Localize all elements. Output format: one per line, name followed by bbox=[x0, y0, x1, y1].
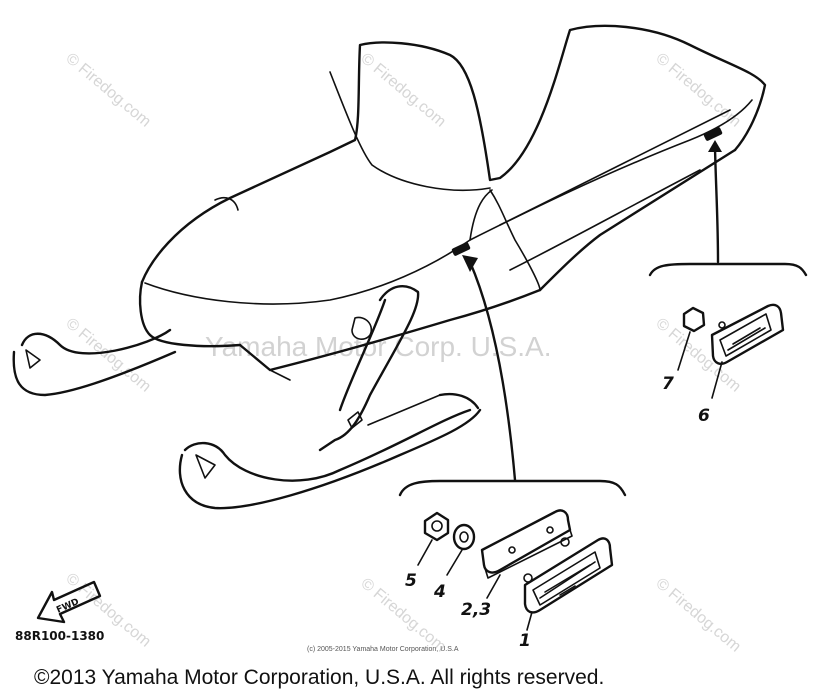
diagram-part-number: 88R100-1380 bbox=[15, 629, 104, 643]
reflector-part-1 bbox=[523, 537, 614, 614]
watermark-layer: © Firedog.com © Firedog.com © Firedog.co… bbox=[62, 50, 743, 656]
reflector-base-part-2-3 bbox=[480, 509, 572, 574]
callout-4: 4 bbox=[433, 582, 446, 602]
watermark-firedog: © Firedog.com bbox=[357, 50, 448, 131]
parts-group-front bbox=[417, 509, 614, 631]
copyright-notice: ©2013 Yamaha Motor Corporation, U.S.A. A… bbox=[34, 666, 604, 689]
nut-part-5 bbox=[423, 511, 450, 542]
callout-2-3: 2,3 bbox=[461, 600, 491, 620]
forward-arrow-label: FWD bbox=[55, 597, 81, 616]
watermark-firedog: © Firedog.com bbox=[652, 575, 743, 656]
washer-part-4 bbox=[452, 523, 476, 551]
watermark-yamaha: Yamaha Motor Corp. U.S.A. bbox=[205, 331, 552, 362]
reflector-location-front bbox=[451, 242, 471, 256]
watermark-firedog: © Firedog.com bbox=[62, 50, 153, 131]
parts-group-rear bbox=[677, 303, 785, 399]
leader-lines bbox=[398, 140, 808, 497]
reflector-part-6 bbox=[710, 303, 785, 365]
nut-part-7 bbox=[682, 306, 706, 333]
callout-7: 7 bbox=[662, 374, 674, 394]
callout-1: 1 bbox=[519, 631, 531, 651]
small-copyright: (c) 2005-2015 Yamaha Motor Corporation, … bbox=[307, 646, 459, 653]
snowmobile-illustration bbox=[12, 24, 767, 510]
callout-labels: 1 2,3 4 5 6 7 bbox=[405, 374, 710, 651]
reflector-location-rear bbox=[703, 127, 723, 141]
watermark-firedog: © Firedog.com bbox=[62, 315, 153, 396]
callout-5: 5 bbox=[405, 571, 417, 591]
callout-6: 6 bbox=[698, 406, 710, 426]
